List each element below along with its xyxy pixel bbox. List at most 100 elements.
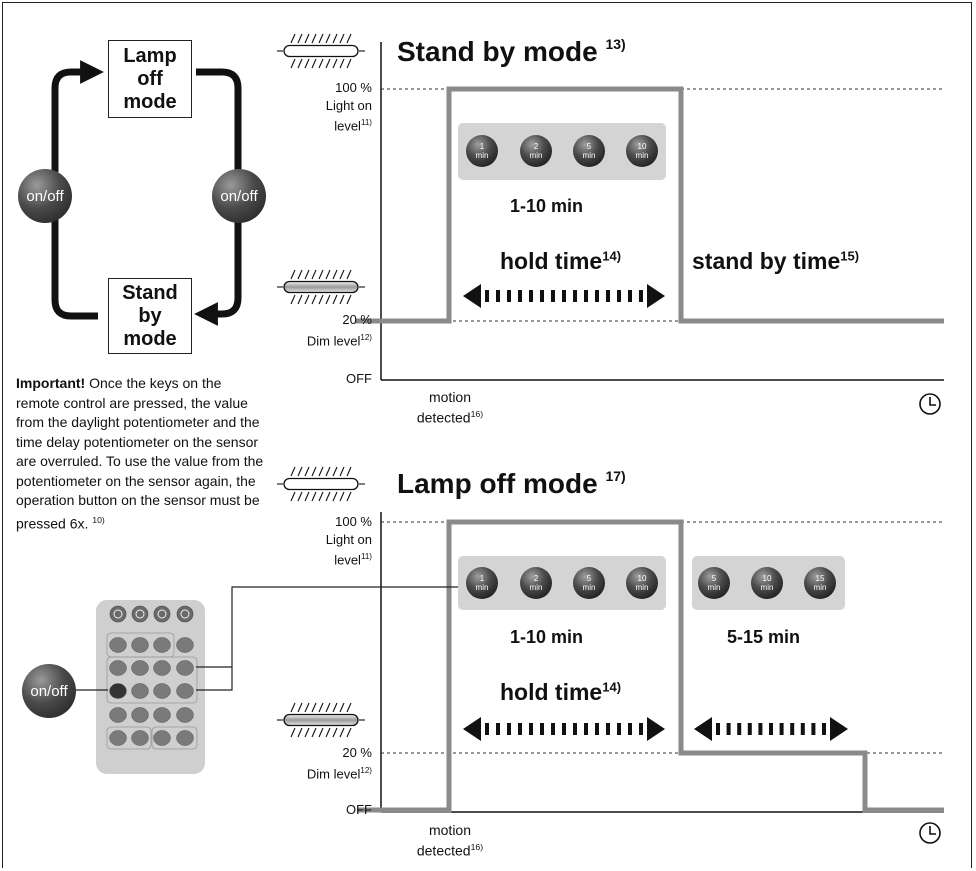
remote-key[interactable] bbox=[153, 730, 171, 746]
important-note: Important! Once the keys on the remote c… bbox=[16, 374, 266, 534]
option-label: min bbox=[636, 583, 649, 592]
hold-time-arrow bbox=[463, 284, 665, 308]
option-label: 10 bbox=[638, 574, 647, 583]
y-label-off: OFF bbox=[346, 802, 372, 817]
option-label: min bbox=[583, 583, 596, 592]
motion-detected-label: motion detected16) bbox=[416, 389, 484, 426]
option-label: min bbox=[530, 151, 543, 160]
standby-mode-box: Stand by mode bbox=[108, 278, 192, 354]
option-label: 10 bbox=[638, 142, 647, 151]
standby-signal-line bbox=[355, 86, 944, 324]
option-label: 2 bbox=[534, 142, 539, 151]
remote-key[interactable] bbox=[131, 730, 149, 746]
option-label: min bbox=[708, 583, 721, 592]
remote-key[interactable] bbox=[131, 707, 149, 723]
option-label: min bbox=[530, 583, 543, 592]
y-label-20: 20 % bbox=[342, 745, 372, 760]
onoff-button-left[interactable]: on/off bbox=[18, 169, 72, 223]
onoff-label: on/off bbox=[220, 187, 258, 205]
remote-onoff-button[interactable]: on/off bbox=[22, 664, 76, 718]
option-label: 1 bbox=[480, 574, 485, 583]
remote-key[interactable] bbox=[109, 730, 127, 746]
clock-icon bbox=[919, 393, 941, 415]
option-label: min bbox=[636, 151, 649, 160]
remote-connector-lower bbox=[196, 667, 233, 691]
remote-key[interactable] bbox=[131, 637, 149, 653]
lampoff-signal-line bbox=[357, 519, 944, 813]
option-label: min bbox=[761, 583, 774, 592]
remote-key[interactable] bbox=[153, 605, 171, 623]
remote-key[interactable] bbox=[153, 660, 171, 676]
clock-icon bbox=[919, 822, 941, 844]
onoff-label: on/off bbox=[26, 187, 64, 205]
option-label: min bbox=[476, 583, 489, 592]
standby-chart-axes bbox=[380, 42, 944, 381]
remote-key[interactable] bbox=[153, 683, 171, 699]
remote-key[interactable] bbox=[176, 660, 194, 676]
remote-key[interactable] bbox=[131, 683, 149, 699]
lamp-off-icon bbox=[277, 466, 365, 502]
title-ref: 17) bbox=[605, 468, 626, 484]
option-label: 5 bbox=[587, 142, 592, 151]
lampoff-hold-label: hold time14) bbox=[500, 679, 622, 705]
remote-key[interactable] bbox=[131, 605, 149, 623]
note-ref: 10) bbox=[92, 514, 105, 525]
remote-buttons bbox=[106, 605, 198, 750]
remote-key[interactable] bbox=[153, 637, 171, 653]
lampoff-hold-range: 1-10 min bbox=[510, 627, 584, 647]
standby-hold-panel bbox=[458, 123, 666, 180]
lampoff-standby-range: 5-15 min bbox=[727, 627, 801, 647]
y-label-dim: Dim level12) bbox=[306, 766, 372, 782]
cycle-arrow-left bbox=[51, 218, 98, 320]
option-label: 15 bbox=[816, 574, 825, 583]
lamp-off-mode-box: Lamp off mode bbox=[108, 40, 192, 118]
option-label: min bbox=[476, 151, 489, 160]
remote-key[interactable] bbox=[176, 605, 194, 623]
note-text: Once the keys on the remote control are … bbox=[16, 375, 264, 532]
remote-key[interactable] bbox=[109, 637, 127, 653]
cycle-arrow-right bbox=[196, 68, 242, 172]
y-label-off: OFF bbox=[346, 371, 372, 386]
remote-key[interactable] bbox=[176, 707, 194, 723]
remote-key[interactable] bbox=[153, 707, 171, 723]
remote-key[interactable] bbox=[176, 683, 194, 699]
y-label-100: 100 % bbox=[335, 80, 372, 95]
remote-key[interactable] bbox=[176, 730, 194, 746]
option-label: min bbox=[814, 583, 827, 592]
standby-hold-range: 1-10 min bbox=[510, 196, 584, 216]
remote-key[interactable] bbox=[109, 660, 127, 676]
remote-key[interactable] bbox=[176, 637, 194, 653]
title-ref: 13) bbox=[605, 36, 626, 52]
y-label-20: 20 % bbox=[342, 312, 372, 327]
option-label: 1 bbox=[480, 142, 485, 151]
remote-key[interactable] bbox=[109, 707, 127, 723]
cycle-arrow-top bbox=[51, 60, 104, 172]
remote-key[interactable] bbox=[109, 605, 127, 623]
motion-detected-label: motion detected16) bbox=[416, 822, 484, 859]
remote-key[interactable] bbox=[109, 683, 127, 699]
lamp-off-icon bbox=[277, 33, 365, 69]
y-label-dim: Dim level12) bbox=[306, 333, 372, 349]
remote-control bbox=[96, 600, 205, 774]
lamp-dim-icon bbox=[277, 269, 365, 305]
y-label-light-on-level: level11) bbox=[334, 552, 372, 568]
y-label-light-on-level: level11) bbox=[334, 118, 372, 134]
lampoff-chart-title: Lamp off mode 17) bbox=[397, 468, 626, 499]
lampoff-hold-panel bbox=[458, 556, 666, 610]
option-label: min bbox=[583, 151, 596, 160]
y-label-light-on: Light on bbox=[325, 532, 372, 547]
remote-key[interactable] bbox=[131, 660, 149, 676]
onoff-button-right[interactable]: on/off bbox=[212, 169, 266, 223]
